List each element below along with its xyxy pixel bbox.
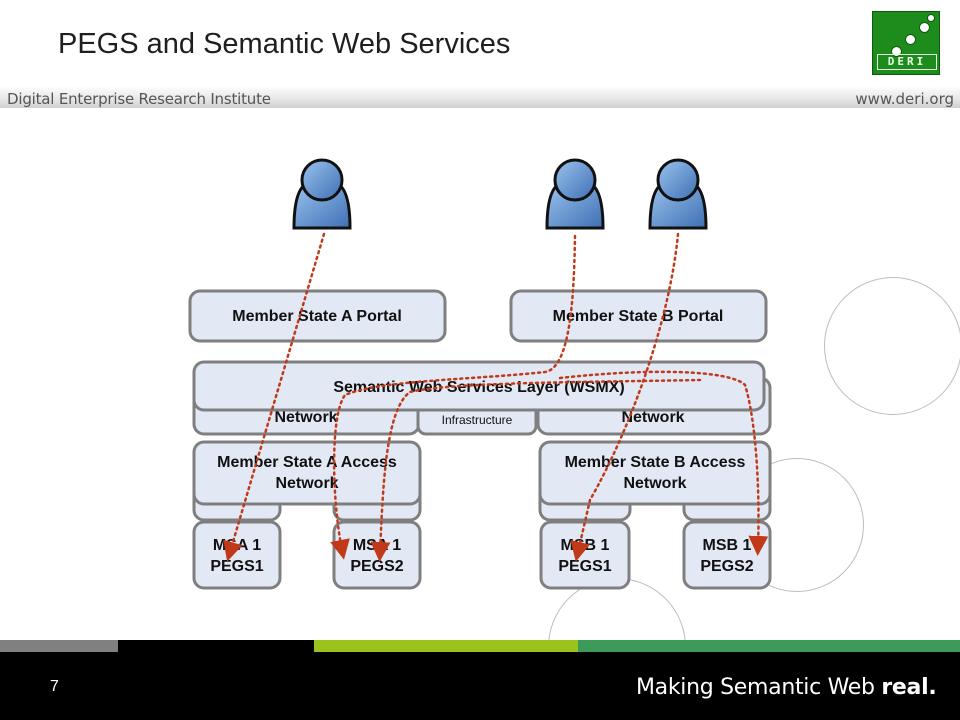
msa1-pegs2-label-line1: MSA 1: [353, 537, 401, 554]
access-network-a-box: Member State A Access Network: [192, 440, 422, 522]
logo-dot: [919, 22, 930, 33]
footer: [0, 652, 960, 720]
portal-b-box: Member State B Portal: [509, 289, 768, 343]
page-number: 7: [50, 678, 59, 695]
tagline-prefix: Making Semantic Web: [636, 675, 882, 700]
msb1-pegs2-label-line1: MSB 1: [703, 537, 752, 554]
footer-color-bar: [0, 640, 118, 652]
access-network-b-label-line2: Network: [623, 475, 686, 492]
tagline: Making Semantic Web real.: [636, 675, 937, 700]
msb1-pegs1-box: MSB 1 PEGS1: [539, 520, 631, 590]
logo-dot: [927, 14, 935, 22]
logo-dot: [905, 34, 916, 45]
network-a-label: Network: [274, 409, 337, 426]
portal-a-box: Member State A Portal: [188, 289, 447, 343]
path-user-a-to-msa1-pegs1: [223, 232, 326, 562]
organization-url[interactable]: www.deri.org: [855, 90, 954, 108]
access-network-b-label-line1: Member State B Access: [565, 454, 746, 471]
access-network-b-box: Member State B Access Network: [538, 440, 772, 522]
msa1-pegs1-box: MSA 1 PEGS1: [192, 520, 282, 590]
network-b-label: Network: [621, 409, 684, 426]
portal-a-label: Member State A Portal: [232, 308, 402, 325]
path-user-b2-to-msb1-pegs1: [570, 232, 680, 562]
msb1-pegs1-label-line1: MSB 1: [561, 537, 610, 554]
logo-text: DERI: [877, 54, 937, 70]
msb1-pegs1-label-line2: PEGS1: [558, 558, 611, 575]
access-network-a-label-line2: Network: [275, 475, 338, 492]
infrastructure-label: Infrastructure: [442, 413, 513, 427]
slide-title: PEGS and Semantic Web Services: [58, 28, 511, 60]
architecture-diagram: Member State A Portal Member State B Por…: [188, 158, 772, 590]
user-icon: [648, 158, 708, 230]
msa1-pegs2-label-line2: PEGS2: [350, 558, 403, 575]
request-paths: [223, 232, 769, 562]
tagline-emphasis: real.: [881, 675, 937, 700]
organization-name: Digital Enterprise Research Institute: [7, 90, 271, 108]
path-user-b1-to-msa1-pegs2: [330, 234, 577, 560]
access-network-a-label-line1: Member State A Access: [217, 454, 397, 471]
msa1-pegs1-label-line2: PEGS1: [210, 558, 263, 575]
user-icon: [292, 158, 352, 230]
msb1-pegs2-box: MSB 1 PEGS2: [682, 520, 772, 590]
decorative-circle: [824, 277, 960, 415]
path-user-b1-loop-to-msa1-pegs2: [370, 378, 702, 562]
msa1-pegs2-box: MSA 1 PEGS2: [332, 520, 422, 590]
user-icon: [545, 158, 605, 230]
path-wsmx-to-msb1-pegs2: [558, 370, 769, 556]
footer-color-bar: [314, 640, 578, 652]
logo-dot: [891, 46, 902, 57]
footer-color-bar: [578, 640, 960, 652]
portal-b-label: Member State B Portal: [553, 308, 724, 325]
footer-color-bar: [118, 640, 314, 652]
msb1-pegs2-label-line2: PEGS2: [700, 558, 753, 575]
deri-logo: DERI: [872, 11, 940, 75]
msa1-pegs1-label-line1: MSA 1: [213, 537, 261, 554]
